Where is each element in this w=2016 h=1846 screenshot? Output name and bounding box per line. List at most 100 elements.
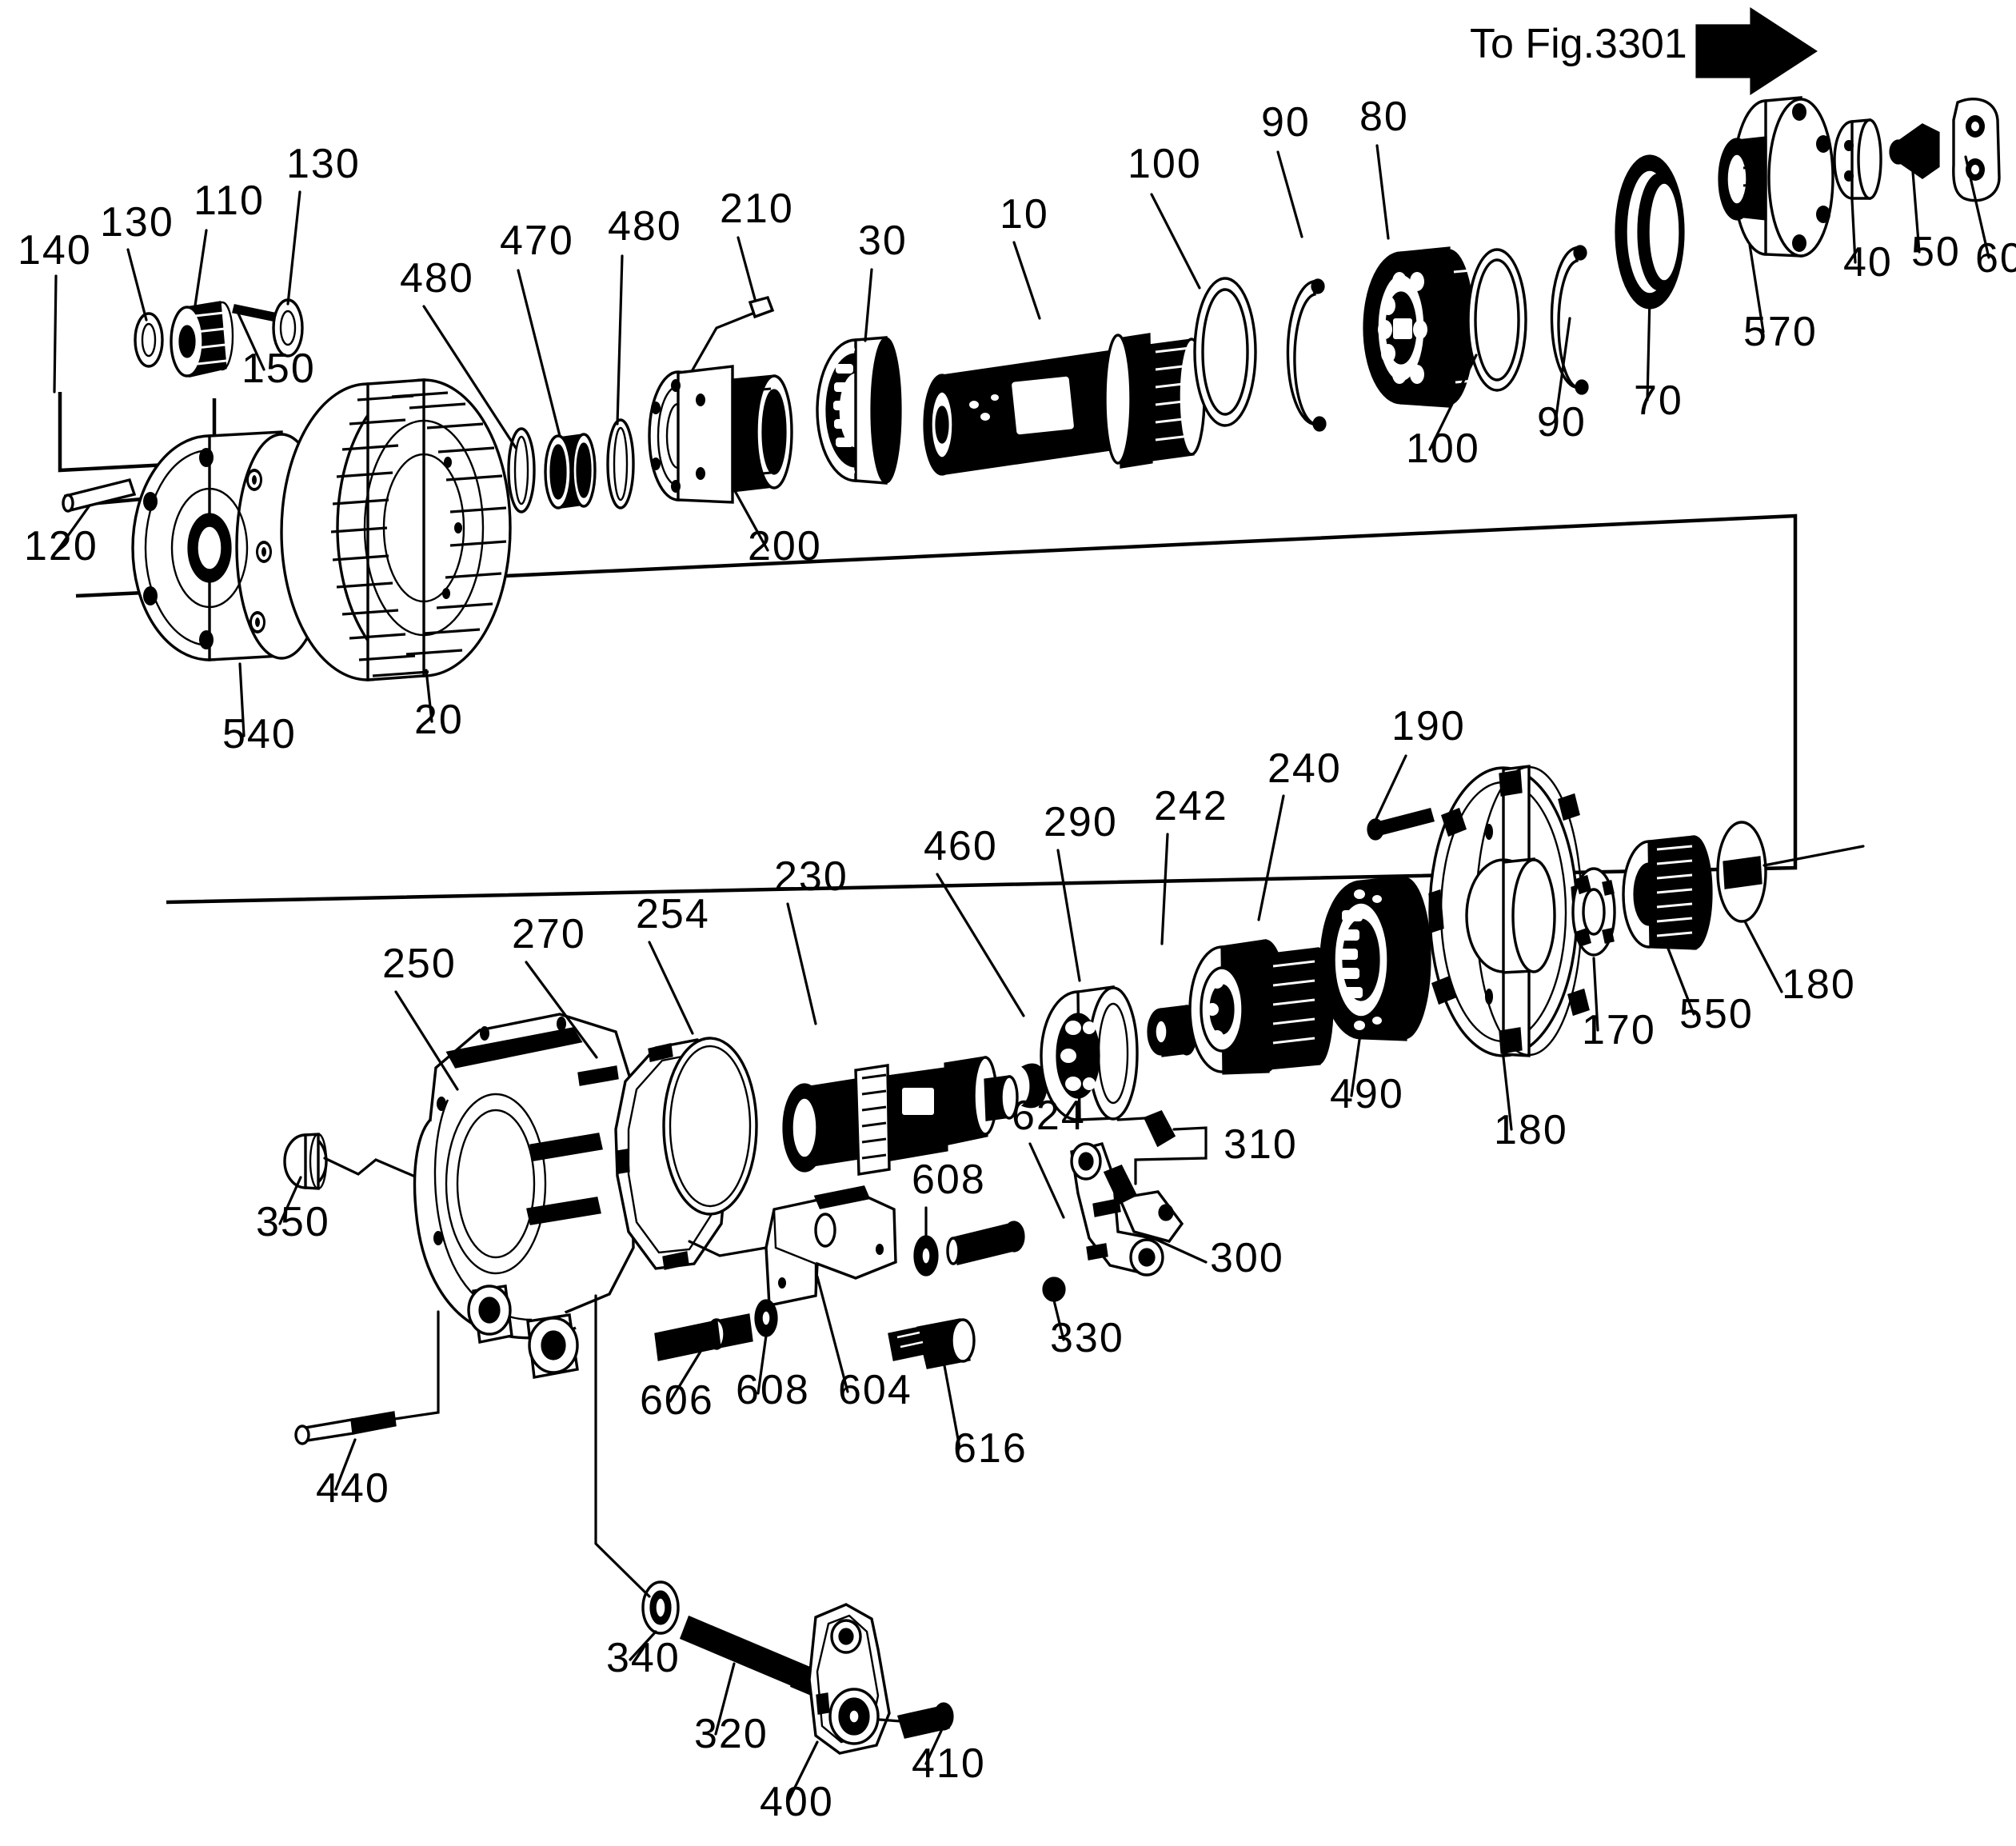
callout-606: 606 <box>640 1377 714 1424</box>
callout-300: 300 <box>1210 1235 1284 1281</box>
part-shim-480-left <box>507 427 536 513</box>
callout-254: 254 <box>636 891 710 937</box>
part-bearing-290 <box>1040 985 1139 1121</box>
callout-608-b: 608 <box>736 1367 810 1413</box>
callout-330: 330 <box>1050 1315 1124 1361</box>
part-dowel-210 <box>680 295 775 391</box>
callout-50: 50 <box>1911 229 1961 275</box>
reference-note-text: To Fig.3301 <box>1470 21 1687 67</box>
part-dowel-190 <box>1367 808 1435 841</box>
callout-242: 242 <box>1154 783 1228 829</box>
callout-140: 140 <box>18 227 92 274</box>
part-ring-gear-20 <box>280 378 512 681</box>
callout-490: 490 <box>1330 1071 1404 1117</box>
callout-616: 616 <box>953 1425 1028 1472</box>
callout-604: 604 <box>838 1367 912 1413</box>
callout-350: 350 <box>256 1199 330 1245</box>
part-plug-350 <box>283 1133 433 1190</box>
part-main-shaft-10 <box>923 333 1206 476</box>
part-pin-120 <box>62 477 137 513</box>
part-shim-480-right <box>606 418 635 509</box>
callout-20: 20 <box>414 697 464 743</box>
part-bolt-440 <box>294 1310 440 1445</box>
part-output-shaft-230 <box>782 1056 1019 1176</box>
callout-310: 310 <box>1224 1121 1298 1168</box>
reference-note-group: To Fig.3301 <box>1470 7 1818 95</box>
callout-10: 10 <box>1000 191 1049 238</box>
callout-90-a: 90 <box>1261 99 1311 146</box>
callout-120: 120 <box>24 523 98 569</box>
callout-90-b: 90 <box>1537 399 1587 446</box>
part-ball-330 <box>1042 1277 1066 1302</box>
callout-290: 290 <box>1044 799 1118 845</box>
callout-550: 550 <box>1679 991 1754 1037</box>
callout-470: 470 <box>500 218 574 264</box>
part-ball-460 <box>1020 1063 1048 1109</box>
part-shift-linkage-300 <box>1070 1141 1184 1277</box>
part-bolt-50 <box>1889 123 1940 179</box>
callout-70: 70 <box>1634 378 1683 424</box>
part-race-470 <box>544 433 597 509</box>
callout-200: 200 <box>748 523 822 569</box>
callout-250: 250 <box>382 941 457 987</box>
callout-210: 210 <box>720 186 794 232</box>
part-washer-608-lower <box>754 1299 778 1337</box>
callout-labels-group: 140 130 110 130 150 120 540 20 480 470 4… <box>18 94 2016 1825</box>
part-bolt-410 <box>878 1702 954 1739</box>
part-washer-130-right <box>272 298 304 358</box>
callout-100-b: 100 <box>1406 426 1480 472</box>
callout-410: 410 <box>912 1740 986 1787</box>
callout-400: 400 <box>760 1779 834 1825</box>
part-gear-550 <box>1622 835 1713 950</box>
callout-540: 540 <box>222 711 297 757</box>
part-cage-180-left <box>1428 765 1590 1057</box>
part-shift-block-310 <box>1103 1109 1208 1205</box>
callout-270: 270 <box>512 911 586 957</box>
part-roller-bearing-490 <box>1319 875 1431 1041</box>
part-lockplate-60 <box>1952 98 2001 202</box>
callout-110: 110 <box>194 178 265 224</box>
callout-40: 40 <box>1843 239 1893 286</box>
callout-180-a: 180 <box>1494 1107 1568 1153</box>
part-washer-40 <box>1833 118 1882 200</box>
part-housing-250 <box>413 1013 635 1380</box>
callout-180-b: 180 <box>1782 961 1856 1008</box>
callout-480-b: 480 <box>608 203 682 250</box>
part-flange-570 <box>1718 96 1834 258</box>
callout-480-a: 480 <box>400 255 474 302</box>
part-oring-254 <box>662 1037 758 1216</box>
callout-440: 440 <box>316 1465 390 1512</box>
callout-320: 320 <box>694 1711 768 1757</box>
part-bolt-606 <box>654 1313 753 1361</box>
part-bearing-carrier-200 <box>648 365 793 504</box>
callout-170: 170 <box>1582 1007 1656 1053</box>
part-snap-ring-90-left <box>1286 278 1327 432</box>
callout-30: 30 <box>858 218 908 264</box>
callout-190: 190 <box>1391 703 1466 749</box>
callout-340: 340 <box>606 1635 681 1681</box>
part-bolt-616 <box>888 1318 976 1369</box>
part-washer-608-upper <box>913 1235 939 1277</box>
part-gear-110 <box>170 301 234 378</box>
callout-100-a: 100 <box>1128 141 1202 187</box>
callout-60: 60 <box>1975 235 2016 282</box>
part-plate-180-right <box>1716 821 1865 923</box>
callout-130-a: 130 <box>100 199 174 246</box>
right-arrow-icon <box>1695 7 1818 95</box>
callout-230: 230 <box>774 853 848 900</box>
part-washer-340 <box>594 1294 680 1635</box>
part-washer-170 <box>1571 867 1616 957</box>
callout-240: 240 <box>1267 745 1342 792</box>
part-ball-bearing-80 <box>1363 246 1475 408</box>
part-shim-100-right <box>1467 248 1527 392</box>
part-coupling-240 <box>1188 939 1334 1075</box>
callout-570: 570 <box>1743 309 1818 355</box>
part-washer-130-left <box>134 312 164 368</box>
callout-150: 150 <box>242 346 316 392</box>
part-roller-cage-30 <box>816 336 902 485</box>
group-boundary-frame <box>75 513 1798 905</box>
part-snap-ring-90-right <box>1550 245 1589 395</box>
callout-608-a: 608 <box>912 1157 986 1203</box>
